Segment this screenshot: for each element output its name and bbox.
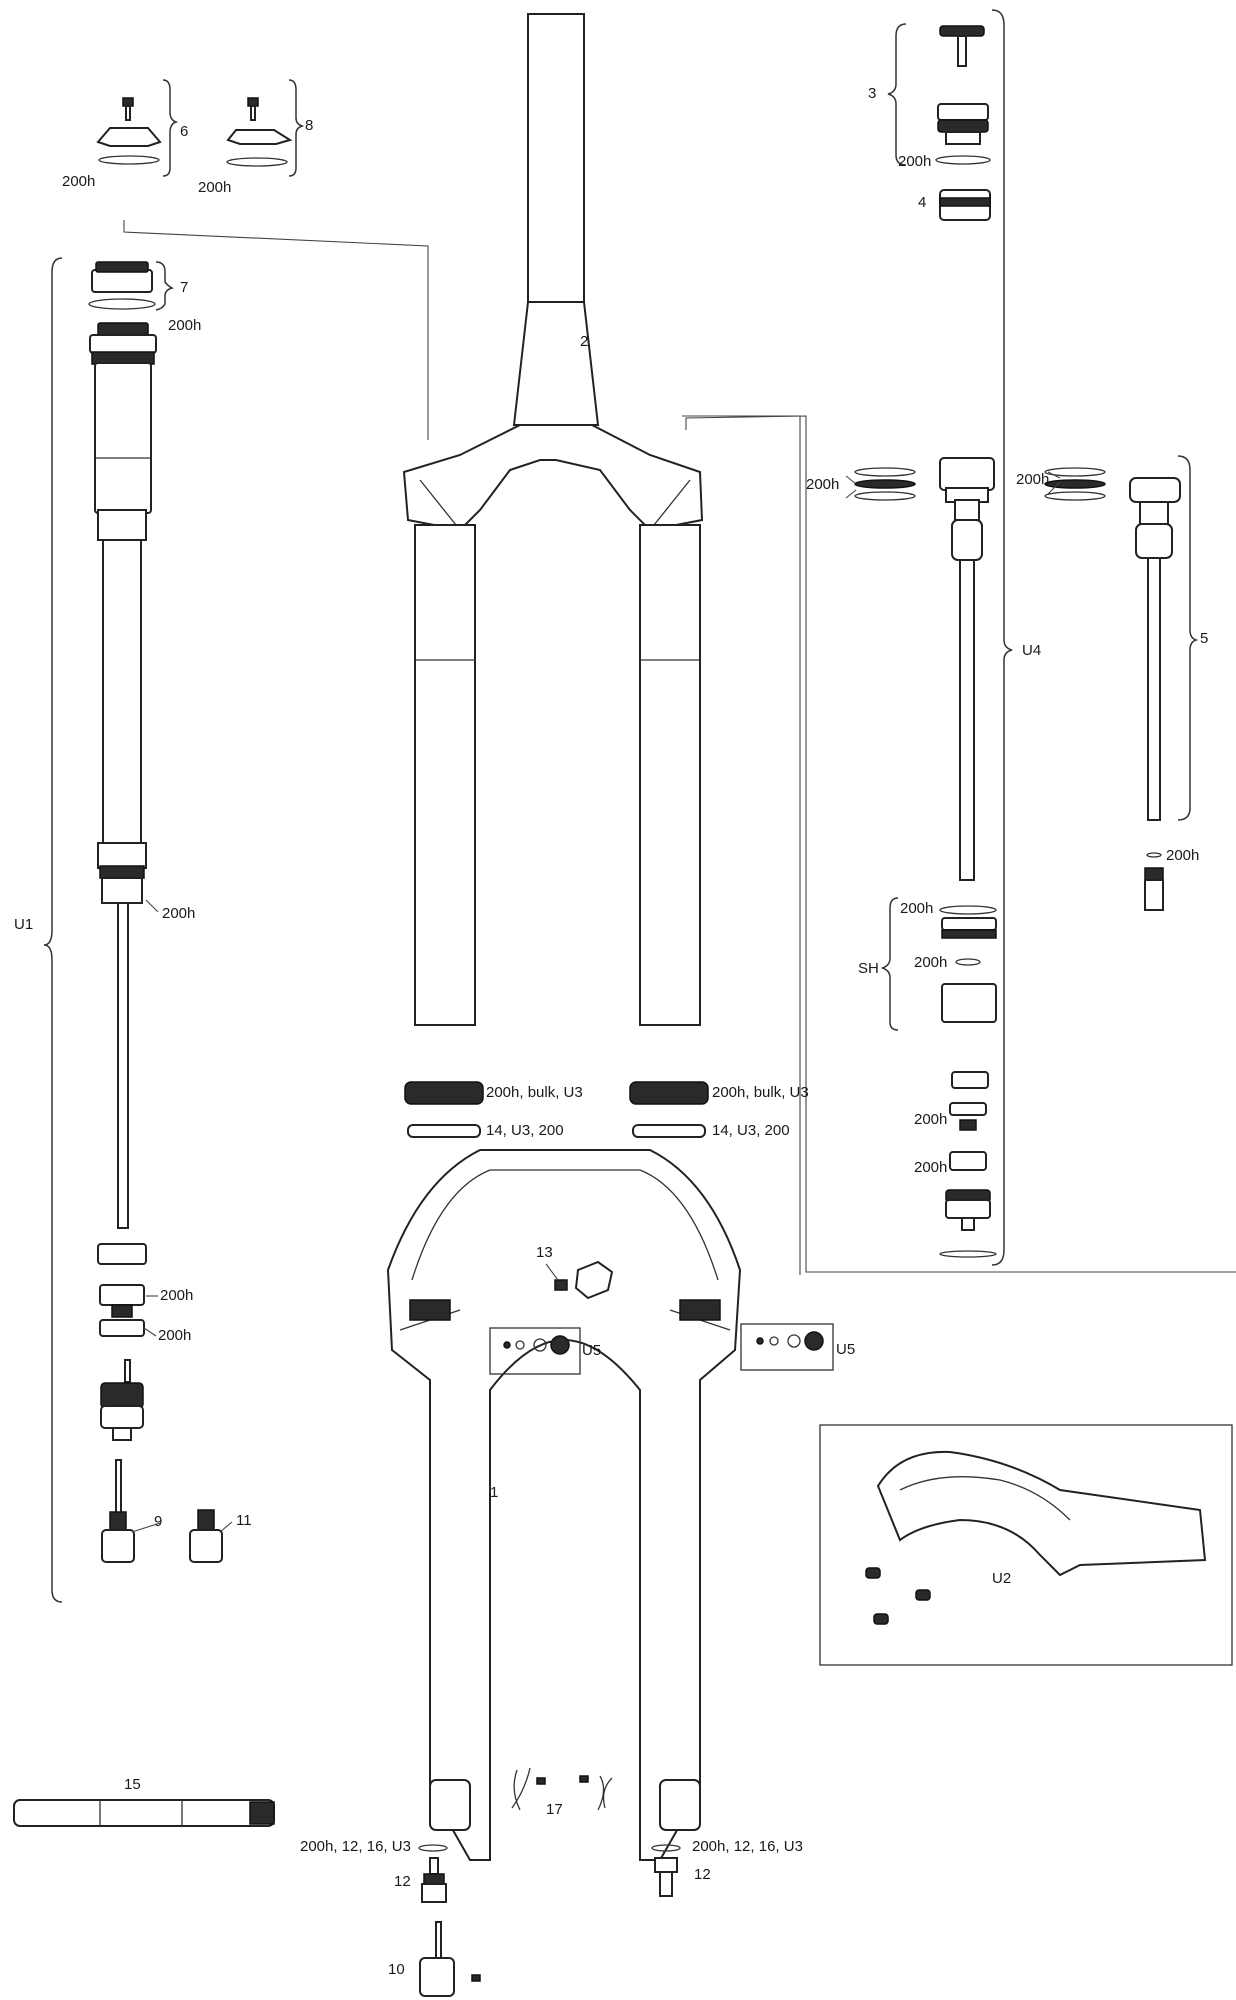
label-17: 17 <box>546 1801 563 1818</box>
label-dropout-right: 200h, 12, 16, U3 <box>692 1838 803 1855</box>
label-12-right: 12 <box>694 1866 711 1883</box>
air-spring-assembly <box>682 9 1199 1275</box>
axle-15 <box>13 1799 275 1827</box>
label-leaders <box>131 471 1061 1533</box>
label-15: 15 <box>124 1776 141 1793</box>
damper-assembly <box>43 257 223 1603</box>
label-14-left: 14, U3, 200 <box>486 1122 564 1139</box>
label-4: 4 <box>918 194 926 211</box>
label-200h-8: 200h <box>198 179 231 196</box>
label-13: 13 <box>536 1244 553 1261</box>
lower-legs <box>386 1149 742 1861</box>
crown-steerer-uppers <box>123 13 1236 1273</box>
label-200h-u1-b1: 200h <box>160 1287 193 1304</box>
parts-6-and-8 <box>96 79 305 177</box>
label-12-left: 12 <box>394 1873 411 1890</box>
label-200h-u1-b2: 200h <box>158 1327 191 1344</box>
callout-labels: 1 2 3 4 5 6 7 8 9 10 11 12 12 13 14, U3,… <box>14 85 1208 1978</box>
label-5: 5 <box>1200 630 1208 647</box>
label-200h-left-seals: 200h <box>806 476 839 493</box>
label-u2: U2 <box>992 1570 1011 1587</box>
label-11: 11 <box>236 1512 252 1529</box>
label-u5-right: U5 <box>836 1341 855 1358</box>
label-200h-lower1: 200h <box>914 1111 947 1128</box>
label-u1: U1 <box>14 916 33 933</box>
label-200h-sh2: 200h <box>914 954 947 971</box>
seals-and-foam-rings <box>404 1081 709 1138</box>
label-u4: U4 <box>1022 642 1041 659</box>
label-3: 3 <box>868 85 876 102</box>
label-6: 6 <box>180 123 188 140</box>
u2-fender-kit <box>819 1424 1233 1666</box>
label-1: 1 <box>490 1484 498 1501</box>
label-200h-right-seals: 200h <box>1016 471 1049 488</box>
label-200h-sh1: 200h <box>900 900 933 917</box>
u5-kits <box>489 1323 834 1375</box>
label-bulk-left: 200h, bulk, U3 <box>486 1084 583 1101</box>
label-10: 10 <box>388 1961 405 1978</box>
label-7: 7 <box>180 279 188 296</box>
label-200h-7: 200h <box>168 317 201 334</box>
label-dropout-left: 200h, 12, 16, U3 <box>300 1838 411 1855</box>
bottom-bolts-and-tool <box>418 1844 681 1997</box>
label-14-right: 14, U3, 200 <box>712 1122 790 1139</box>
label-sh: SH <box>858 960 879 977</box>
label-8: 8 <box>305 117 313 134</box>
label-200h-u1-mid: 200h <box>162 905 195 922</box>
label-9: 9 <box>154 1513 162 1530</box>
label-u5-left: U5 <box>582 1342 601 1359</box>
label-200h-6: 200h <box>62 173 95 190</box>
label-bulk-right: 200h, bulk, U3 <box>712 1084 809 1101</box>
label-200h-air: 200h <box>1166 847 1199 864</box>
label-200h-3: 200h <box>898 153 931 170</box>
label-2: 2 <box>580 333 588 350</box>
label-200h-lower2: 200h <box>914 1159 947 1176</box>
